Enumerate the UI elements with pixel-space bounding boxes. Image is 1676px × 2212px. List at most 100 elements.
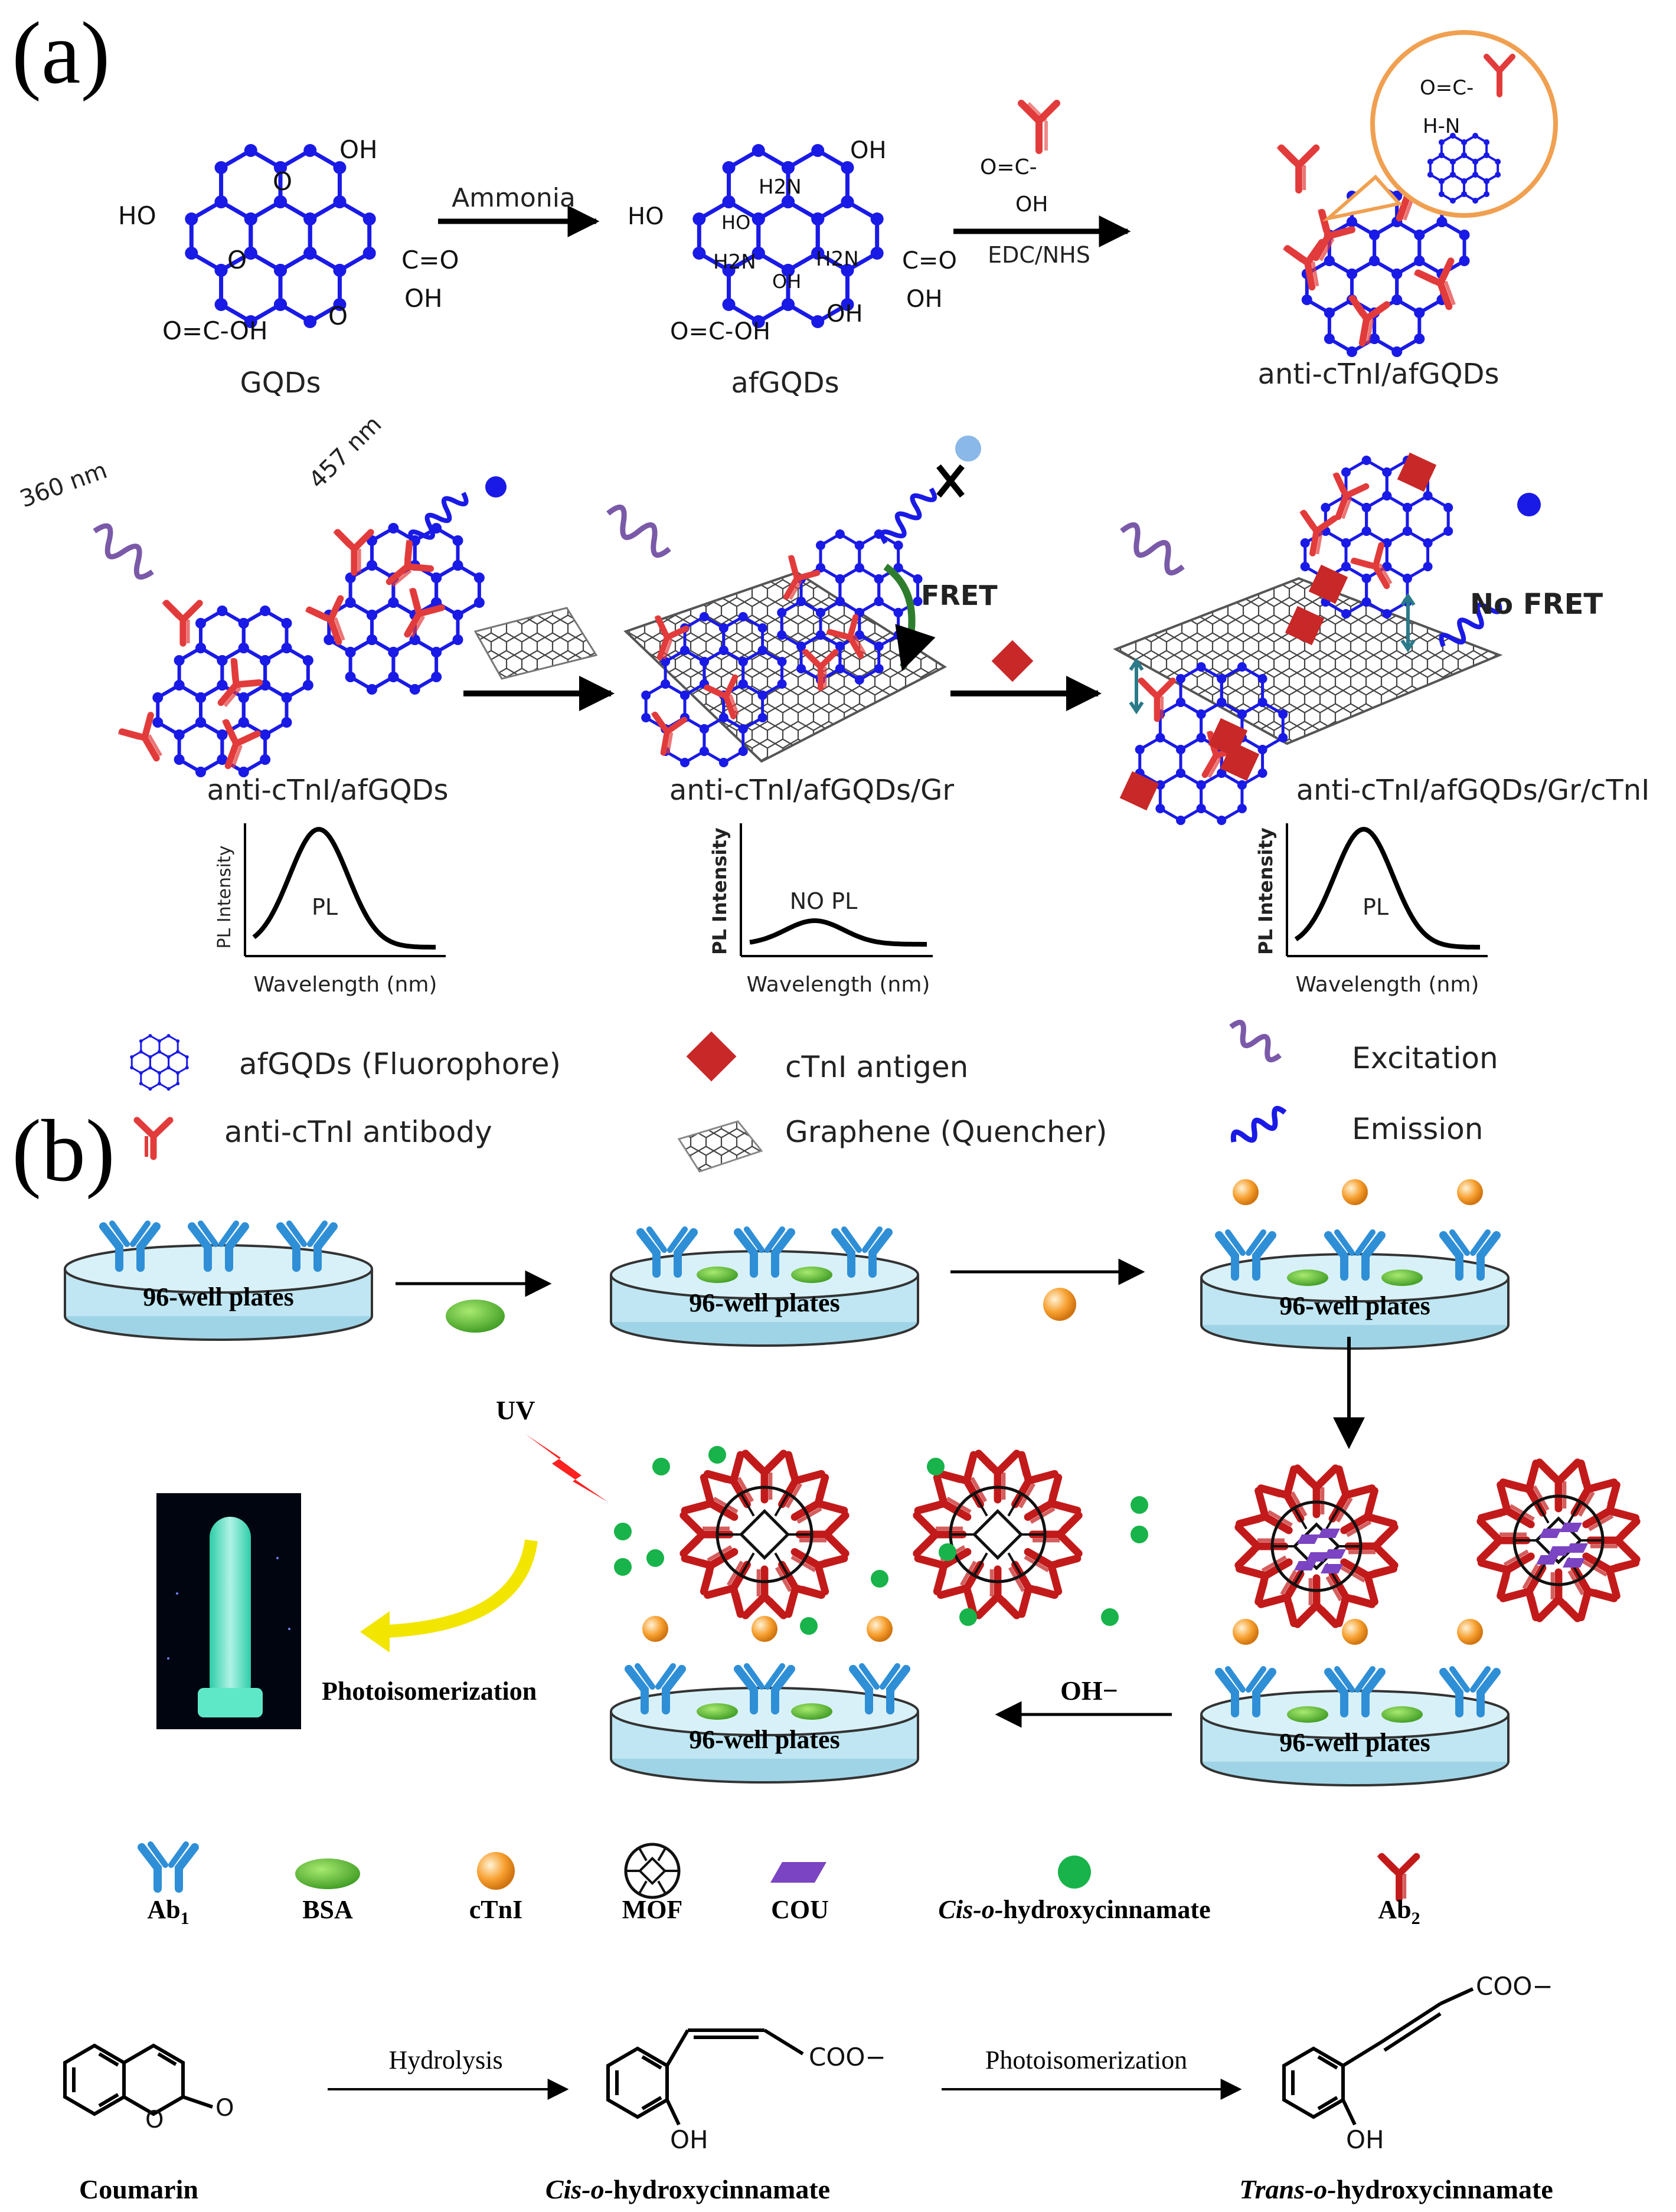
legend-mof: MOF xyxy=(622,1895,683,1924)
cis-dot xyxy=(708,1446,726,1464)
gqd-node xyxy=(757,691,767,700)
cis-dot xyxy=(800,1617,818,1635)
mof-conjugate xyxy=(1476,1458,1641,1622)
gqd-ring xyxy=(391,637,439,692)
gqd-node xyxy=(452,560,463,571)
pl-curve-1 xyxy=(252,827,436,950)
stage1-antibody xyxy=(305,595,345,646)
gqd-node xyxy=(1427,159,1433,165)
gqd-node xyxy=(1427,172,1433,178)
gqd-node xyxy=(1402,574,1412,583)
gqd-node xyxy=(1347,269,1357,279)
legend-antibody: anti-cTnI antibody xyxy=(224,1115,492,1149)
plate-3-ctni xyxy=(1233,1179,1483,1205)
gqd-node xyxy=(913,574,923,584)
photoisomerization-reaction-label: Photoisomerization xyxy=(985,2046,1187,2074)
gqd-node xyxy=(166,1066,171,1069)
cou-molecule xyxy=(1294,1561,1316,1570)
ab1-antibody xyxy=(831,1226,893,1278)
gqd-node xyxy=(1278,733,1288,742)
mof-conjugate xyxy=(679,1449,850,1619)
gqd-node xyxy=(166,1055,171,1059)
photoisomerization-arrow xyxy=(371,1539,538,1638)
gqd-node xyxy=(738,657,748,666)
gqd-node xyxy=(185,1055,189,1059)
gqd-ring xyxy=(199,608,246,663)
gqd-node xyxy=(1361,526,1371,536)
ab2-antibody xyxy=(1582,1552,1640,1600)
gqd-node xyxy=(1461,191,1467,197)
gqd-node xyxy=(1361,574,1371,583)
gqd-node xyxy=(303,212,317,225)
plate-3-ab1 xyxy=(1215,1229,1501,1281)
stage3-label: anti-cTnI/afGQDs/Gr/cTnI xyxy=(1296,774,1650,807)
excitation-wave-3 xyxy=(1120,522,1185,575)
ab2-antibody xyxy=(1293,1574,1341,1628)
pl3-text: PL xyxy=(1363,894,1389,920)
stage3-antigen xyxy=(1119,771,1159,811)
stage2-antibody xyxy=(801,649,839,692)
legend-ctni: cTnI xyxy=(469,1895,522,1924)
gqd-node xyxy=(1341,467,1351,477)
gqd-node xyxy=(214,298,228,311)
stage3-antigen xyxy=(1220,741,1260,781)
gqd-node xyxy=(835,574,845,584)
gqd-node xyxy=(1443,503,1453,512)
gqd-node xyxy=(174,729,185,740)
no-fret-label: No FRET xyxy=(1470,588,1603,621)
cis-dot xyxy=(614,1523,632,1540)
hydrolysis-label: Hydrolysis xyxy=(388,2046,502,2074)
stage1-afgqds-cluster xyxy=(117,523,485,777)
gqd-node xyxy=(835,642,845,651)
separation-arrow-left xyxy=(1129,657,1144,715)
stage3-antibody xyxy=(1299,509,1338,557)
gqd-node xyxy=(274,298,287,311)
mof-strut xyxy=(1535,1501,1550,1524)
ab2-antibody xyxy=(1325,1570,1377,1628)
stage1-antibody xyxy=(161,600,203,647)
cis-dot xyxy=(939,1543,956,1561)
stage2-antibody xyxy=(651,711,688,756)
gqds-co-oh: OH xyxy=(404,284,443,313)
ab1-antibody xyxy=(1324,1229,1386,1281)
cou-molecule xyxy=(1318,1529,1340,1538)
trans-coo: COO− xyxy=(1476,1972,1553,2001)
fret-label: FRET xyxy=(921,580,998,611)
edc-reagent-antibody xyxy=(1018,100,1060,154)
gqd-node xyxy=(699,612,709,621)
gqd-node xyxy=(661,679,671,689)
legend-ab2-icon xyxy=(1377,1853,1420,1902)
gqd-node xyxy=(1414,256,1425,266)
gqd-node xyxy=(835,597,845,606)
cis-dot xyxy=(614,1558,632,1576)
gqd-node xyxy=(1369,333,1380,344)
gqd-node xyxy=(1176,698,1185,707)
legend-mof-strut xyxy=(638,1847,648,1861)
gqd-node xyxy=(431,672,442,682)
gqd-node xyxy=(692,247,706,260)
afgqds-h2n2: H2N xyxy=(713,250,756,274)
graphene-sheet-stage2 xyxy=(623,571,948,763)
bsa-icon-arrow xyxy=(446,1300,505,1333)
gqd-node xyxy=(217,655,228,666)
ab1-antibody xyxy=(1324,1666,1386,1717)
gqd-node xyxy=(699,657,709,666)
cis-label: Cis-o-hydroxycinnamate xyxy=(545,2174,830,2204)
pl1-xlabel: Wavelength (nm) xyxy=(254,973,437,997)
plate-1-ab1 xyxy=(99,1220,338,1272)
gqd-node xyxy=(841,195,854,208)
cis-dot xyxy=(1131,1496,1148,1514)
plate-5-ab1 xyxy=(625,1663,910,1714)
gqd-node xyxy=(913,597,923,606)
pl2-ylabel: PL Intensity xyxy=(708,827,731,955)
ab1-antibody xyxy=(1439,1229,1501,1281)
gqd-node xyxy=(782,161,795,174)
gqd-node xyxy=(874,664,884,673)
gqd-node xyxy=(158,1050,161,1053)
legend-afgqds: afGQDs (Fluorophore) xyxy=(239,1047,561,1081)
gqd-node xyxy=(388,597,399,608)
gqd-node xyxy=(1237,709,1247,719)
gqd-node xyxy=(1495,172,1501,178)
trans-label: Trans-o-hydroxycinnamate xyxy=(1239,2174,1553,2204)
mof-conjugate xyxy=(913,1449,1083,1619)
